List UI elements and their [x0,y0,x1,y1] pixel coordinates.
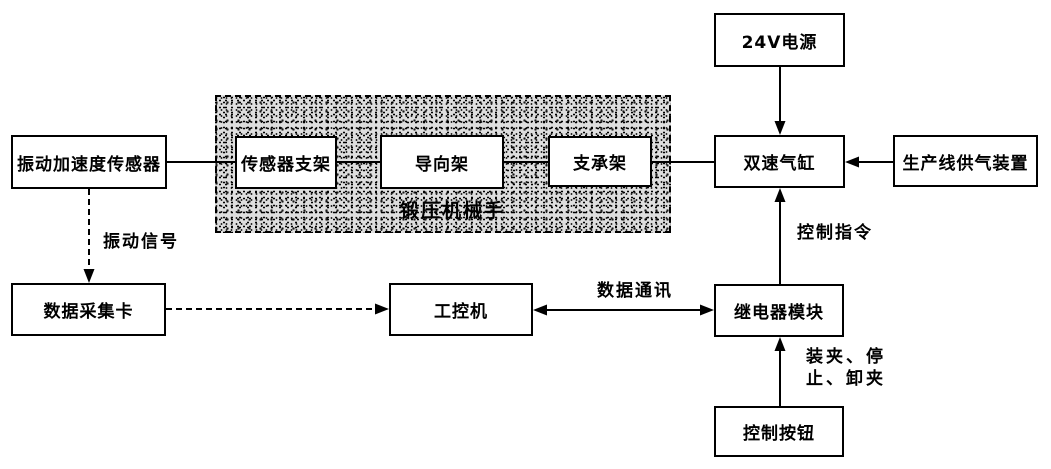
edge-label-clamp-stop-unclamp: 装夹、停 止、卸夹 [806,346,886,390]
node-relay-module: 继电器模块 [714,284,844,337]
arrowhead-power-cylinder [774,121,786,135]
node-guide-frame: 导向架 [380,135,504,189]
node-industrial-pc: 工控机 [389,283,533,336]
arrowhead-button-relay [774,337,786,351]
node-support-frame: 支承架 [548,136,652,187]
arrowhead-air-cylinder [845,156,859,168]
node-dual-speed-cylinder: 双速气缸 [714,135,845,188]
arrowhead-daq-ipc [375,303,389,315]
node-sensor-bracket: 传感器支架 [235,136,337,189]
clamp-label-line2: 止、卸夹 [806,369,886,389]
arrowhead-ipc-left [533,304,547,316]
manipulator-group-label: 锻压机械手 [400,200,506,222]
edge-label-vibration-signal: 振动信号 [103,232,179,252]
node-vibration-sensor: 振动加速度传感器 [11,135,167,189]
node-control-button: 控制按钮 [714,406,844,457]
node-daq-card: 数据采集卡 [11,283,166,336]
node-air-supply: 生产线供气装置 [893,135,1038,187]
arrowhead-sensor-daq [83,269,95,283]
node-24v-power: 24V电源 [714,13,845,67]
arrowhead-relay-cylinder [774,188,786,202]
arrowhead-relay-right [700,304,714,316]
edge-label-data-comm: 数据通讯 [597,281,673,301]
clamp-label-line1: 装夹、停 [806,347,886,367]
edge-label-control-cmd: 控制指令 [797,223,873,243]
